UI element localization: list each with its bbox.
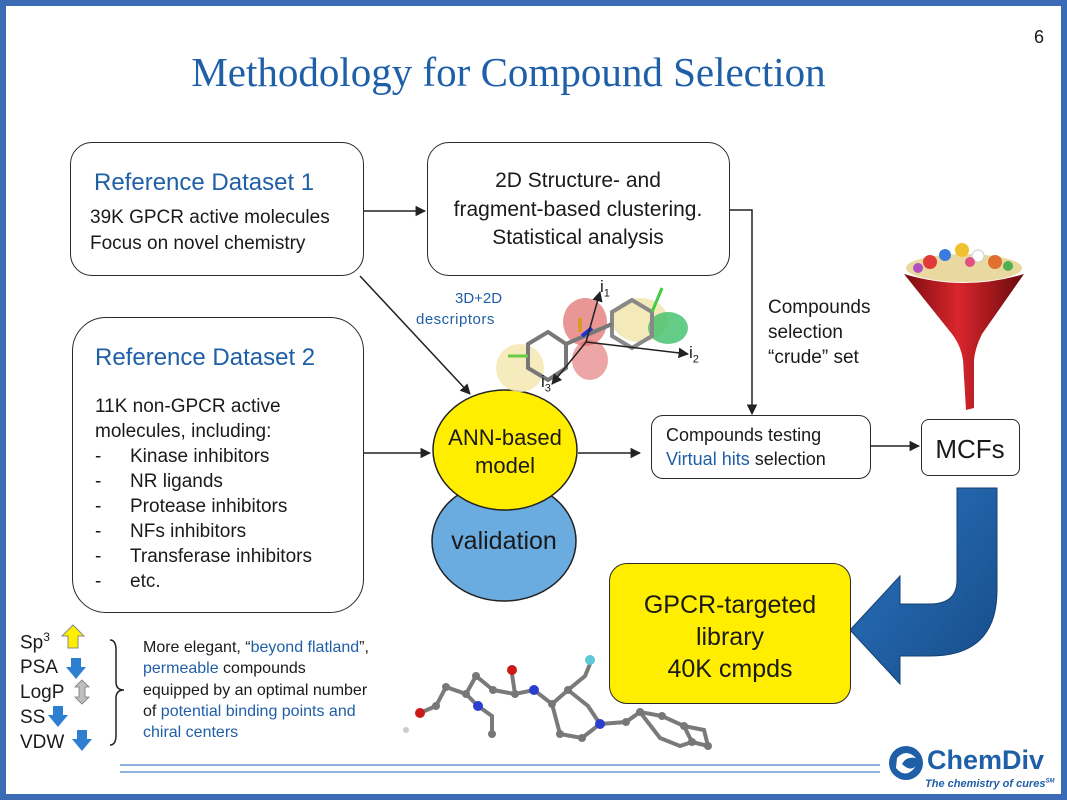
pharmacophore-3d-model xyxy=(496,287,690,392)
list-item: Kinase inhibitors xyxy=(130,446,270,467)
chemdiv-logo-icon xyxy=(889,746,923,780)
chemdiv-logo-tagline: The chemistry of curesSM xyxy=(925,778,1055,790)
prop-vdw: VDW xyxy=(20,732,65,753)
clustering-box: 2D Structure- and fragment-based cluster… xyxy=(427,142,730,276)
library-line3: 40K cmpds xyxy=(667,655,793,683)
reference-dataset-2-box: Reference Dataset 2 11K non-GPCR active … xyxy=(72,317,364,613)
mcfs-box: MCFs xyxy=(921,419,1020,476)
reference-dataset-2-intro2: molecules, including: xyxy=(95,421,272,442)
arrow-clustering-to-testing xyxy=(730,209,758,416)
reference-dataset-1-box: Reference Dataset 1 39K GPCR active mole… xyxy=(70,142,364,276)
list-item: Transferase inhibitors xyxy=(130,546,312,567)
clustering-line2: fragment-based clustering. xyxy=(453,198,703,221)
funnel-illustration xyxy=(904,243,1024,410)
crude-set-line2: selection xyxy=(768,322,843,343)
logp-updown-arrow-icon xyxy=(74,679,90,705)
note-line1: More elegant, “beyond flatland”, xyxy=(143,639,369,656)
reference-dataset-1-line1: 39K GPCR active molecules xyxy=(90,207,330,228)
list-bullet: - xyxy=(95,471,102,492)
crude-set-line3: “crude” set xyxy=(768,347,859,368)
validation-label: validation xyxy=(451,527,557,555)
note-line4: of potential binding points and xyxy=(143,703,356,720)
list-item: NFs inhibitors xyxy=(130,521,247,542)
compounds-testing-box: Compounds testing Virtual hits selection xyxy=(651,415,871,479)
prop-psa: PSA xyxy=(20,657,59,678)
library-line1: GPCR-targeted xyxy=(643,591,817,619)
sp3-up-arrow-icon xyxy=(60,624,86,649)
list-bullet: - xyxy=(95,571,102,592)
list-bullet: - xyxy=(95,521,102,542)
prop-sp3: Sp3 xyxy=(20,630,50,654)
virtual-hits-text: Virtual hits xyxy=(666,449,750,469)
reference-dataset-1-title: Reference Dataset 1 xyxy=(94,169,315,196)
mcfs-label: MCFs xyxy=(935,434,1005,464)
ann-model-line2: model xyxy=(475,453,535,478)
axis-label-i3: i3 xyxy=(541,372,551,395)
note-line3: equipped by an optimal number xyxy=(143,682,368,699)
prop-logp: LogP xyxy=(20,682,65,703)
library-line2: library xyxy=(695,623,765,651)
list-item: etc. xyxy=(130,571,161,592)
molecule-ball-stick-illustration xyxy=(403,655,712,750)
ss-down-arrow-icon xyxy=(48,706,68,727)
descriptors-label-line2: descriptors xyxy=(416,311,495,328)
list-bullet: - xyxy=(95,446,102,467)
blue-curved-arrow xyxy=(849,487,998,686)
list-bullet: - xyxy=(95,546,102,567)
ann-model-ellipse xyxy=(432,389,578,511)
list-bullet: - xyxy=(95,496,102,517)
list-item: Protease inhibitors xyxy=(130,496,288,517)
reference-dataset-2-intro1: 11K non-GPCR active xyxy=(95,396,281,417)
chemdiv-logo-name: ChemDiv xyxy=(927,745,1045,775)
axis-label-i2: i2 xyxy=(689,343,699,366)
gpcr-library-box: GPCR-targeted library 40K cmpds xyxy=(609,563,851,704)
prop-ss: SS xyxy=(20,707,46,728)
vdw-down-arrow-icon xyxy=(72,730,92,751)
crude-set-line1: Compounds xyxy=(768,297,871,318)
psa-down-arrow-icon xyxy=(66,658,86,679)
reference-dataset-2-title: Reference Dataset 2 xyxy=(95,344,316,371)
note-line5: chiral centers xyxy=(143,724,239,741)
page-number: 6 xyxy=(1034,27,1045,47)
reference-dataset-1-line2: Focus on novel chemistry xyxy=(90,233,306,254)
note-line2: permeable compounds xyxy=(143,660,306,677)
arrow-ref1-to-ann xyxy=(359,275,471,395)
compounds-testing-line1: Compounds testing xyxy=(666,425,822,445)
slide-title: Methodology for Compound Selection xyxy=(191,49,826,95)
axis-label-i1: i1 xyxy=(600,277,610,300)
list-item: NR ligands xyxy=(130,471,223,492)
compounds-testing-line2: Virtual hits selection xyxy=(666,449,826,469)
clustering-line3: Statistical analysis xyxy=(492,226,664,249)
properties-bracket xyxy=(109,639,125,746)
descriptors-label-line1: 3D+2D xyxy=(455,290,503,307)
clustering-line1: 2D Structure- and xyxy=(495,169,661,192)
ann-model-line1: ANN-based xyxy=(448,425,562,450)
